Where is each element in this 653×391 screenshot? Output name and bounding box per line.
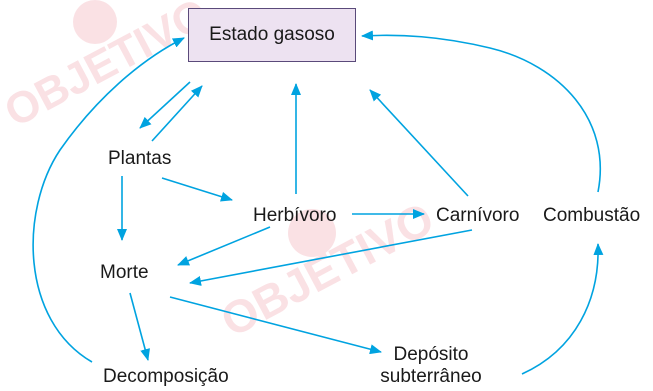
arrow-carnivore-to-death <box>189 229 473 286</box>
node-deposito: Depósito subterrâneo <box>376 344 486 388</box>
node-estado-gasoso-label: Estado gasoso <box>209 24 335 45</box>
arrow-gas-to-plants <box>139 81 191 129</box>
arrow-decomposition-to-gas <box>32 37 185 363</box>
arrow-plants-to-gas <box>151 85 203 142</box>
node-plantas: Plantas <box>108 148 172 169</box>
arrow-death-to-decomposition <box>129 292 150 361</box>
arrow-combustion-to-gas <box>361 30 601 193</box>
arrow-herbivore-to-death <box>177 226 271 266</box>
arrow-plants-to-herbivore <box>161 177 233 202</box>
node-decomposicao: Decomposição <box>103 366 229 387</box>
node-morte: Morte <box>100 262 149 283</box>
arrow-carnivore-to-gas <box>369 89 469 197</box>
arrow-deposit-to-combustion <box>521 243 604 375</box>
node-deposito-line2: subterrâneo <box>380 366 482 387</box>
node-estado-gasoso: Estado gasoso <box>188 8 356 62</box>
node-deposito-line1: Depósito <box>393 344 469 365</box>
node-combustao: Combustão <box>543 205 641 226</box>
node-herbivoro: Herbívoro <box>253 205 337 226</box>
node-carnivoro: Carnívoro <box>436 205 520 226</box>
arrow-death-to-deposit <box>169 296 382 355</box>
